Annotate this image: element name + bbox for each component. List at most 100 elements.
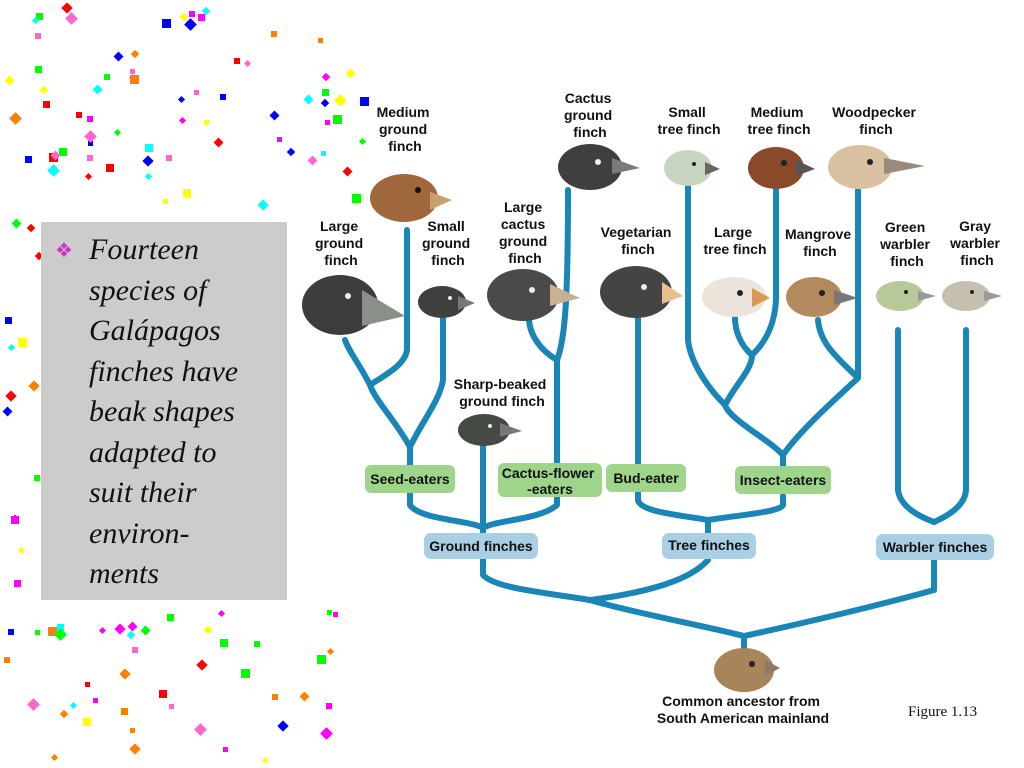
figure-caption: Figure 1.13 bbox=[908, 704, 978, 720]
label-large-tree-finch: Large tree finch bbox=[703, 224, 766, 257]
bullet-text: Fourteen species of Galápagos finches ha… bbox=[89, 230, 279, 595]
common-ancestor-finch-head bbox=[714, 648, 780, 692]
mangrove-finch-head bbox=[786, 277, 858, 317]
confetti-piece bbox=[326, 647, 335, 656]
confetti-piece bbox=[104, 74, 110, 80]
confetti-piece bbox=[35, 630, 40, 635]
confetti-piece bbox=[196, 659, 208, 671]
confetti-piece bbox=[326, 703, 332, 709]
confetti-piece bbox=[130, 728, 135, 733]
finch-heads bbox=[302, 144, 1002, 692]
confetti-piece bbox=[257, 199, 269, 211]
label-medium-ground-finch: Medium ground finch bbox=[377, 104, 434, 154]
label-large-cactus-ground-finch: Large cactus ground finch bbox=[499, 199, 551, 266]
confetti-piece bbox=[35, 66, 42, 73]
confetti-piece bbox=[213, 137, 224, 148]
ground-finches-label: Ground finches bbox=[429, 538, 533, 554]
confetti-piece bbox=[129, 743, 141, 755]
small-tree-finch-head bbox=[664, 150, 720, 186]
confetti-piece bbox=[254, 641, 260, 647]
confetti-piece bbox=[204, 120, 209, 125]
bud-eater-box bbox=[606, 464, 686, 492]
label-medium-tree-finch: Medium tree finch bbox=[747, 104, 810, 137]
confetti-piece bbox=[113, 128, 122, 137]
confetti-piece bbox=[35, 33, 41, 39]
confetti-piece bbox=[85, 682, 90, 687]
confetti-piece bbox=[167, 614, 174, 621]
confetti-piece bbox=[277, 137, 282, 142]
bullet-text-box: ❖ Fourteen species of Galápagos finches … bbox=[41, 222, 287, 600]
bullet-line: adapted to bbox=[89, 435, 217, 469]
confetti-piece bbox=[169, 704, 174, 709]
label-green-warbler-finch: Green warbler finch bbox=[879, 219, 934, 269]
large-tree-finch-head bbox=[702, 277, 770, 317]
confetti-piece bbox=[18, 338, 27, 347]
confetti-piece bbox=[144, 172, 153, 181]
confetti-piece bbox=[47, 164, 60, 177]
gray-warbler-finch-head bbox=[942, 281, 1002, 311]
confetti-piece bbox=[320, 98, 330, 108]
confetti-piece bbox=[87, 155, 93, 161]
confetti-piece bbox=[145, 144, 153, 152]
confetti-piece bbox=[333, 115, 342, 124]
confetti-piece bbox=[36, 13, 43, 20]
confetti-piece bbox=[234, 58, 240, 64]
bullet-line: suit their bbox=[89, 476, 197, 509]
confetti-piece bbox=[334, 94, 347, 107]
confetti-piece bbox=[184, 18, 197, 31]
confetti-piece bbox=[321, 151, 326, 156]
confetti-piece bbox=[17, 546, 26, 555]
large-cactus-ground-finch-head bbox=[487, 269, 580, 321]
ground-finches-box bbox=[424, 533, 538, 559]
confetti-piece bbox=[69, 701, 78, 710]
confetti-piece bbox=[159, 690, 167, 698]
confetti-piece bbox=[14, 580, 21, 587]
confetti-piece bbox=[272, 694, 278, 700]
confetti-piece bbox=[223, 747, 228, 752]
bullet-line: species of bbox=[89, 273, 207, 307]
confetti-piece bbox=[183, 189, 191, 197]
confetti-piece bbox=[194, 90, 199, 95]
bullet-line: finches have bbox=[89, 354, 239, 388]
confetti-piece bbox=[83, 718, 91, 726]
confetti-piece bbox=[4, 657, 10, 663]
confetti-piece bbox=[50, 753, 59, 762]
confetti-piece bbox=[342, 166, 353, 177]
bud-eater-label: Bud-eater bbox=[613, 470, 679, 486]
confetti-piece bbox=[11, 218, 22, 229]
label-gray-warbler-finch: Gray warbler finch bbox=[949, 218, 1004, 268]
confetti-piece bbox=[352, 194, 361, 203]
confetti-piece bbox=[84, 172, 93, 181]
confetti-piece bbox=[261, 756, 270, 765]
confetti-piece bbox=[286, 147, 296, 157]
confetti-piece bbox=[198, 14, 205, 21]
confetti-piece bbox=[241, 669, 250, 678]
seed-eaters-box bbox=[365, 465, 455, 493]
confetti-piece bbox=[5, 317, 12, 324]
species-labels: Medium ground finch Large ground finch S… bbox=[315, 90, 1004, 409]
confetti-piece bbox=[327, 610, 332, 615]
confetti-piece bbox=[130, 69, 135, 74]
confetti-piece bbox=[88, 141, 93, 146]
confetti-piece bbox=[130, 49, 140, 59]
confetti-piece bbox=[87, 116, 93, 122]
confetti-piece bbox=[127, 621, 138, 632]
cactus-flower-eaters-label: Cactus-flower -eaters bbox=[502, 465, 598, 497]
medium-tree-finch-head bbox=[748, 147, 815, 189]
warbler-finches-label: Warbler finches bbox=[883, 539, 988, 555]
confetti-piece bbox=[217, 609, 226, 618]
bullet-line: environ- bbox=[89, 516, 190, 550]
confetti-piece bbox=[11, 516, 19, 524]
confetti-piece bbox=[121, 708, 128, 715]
confetti-piece bbox=[220, 639, 228, 647]
confetti-piece bbox=[8, 629, 14, 635]
confetti-piece bbox=[307, 155, 318, 166]
warbler-finches-box bbox=[876, 534, 994, 560]
confetti-piece bbox=[166, 155, 172, 161]
common-ancestor-label: Common ancestor from South American main… bbox=[657, 693, 829, 726]
confetti-piece bbox=[7, 343, 16, 352]
confetti-piece bbox=[34, 475, 40, 481]
confetti-piece bbox=[140, 625, 151, 636]
diet-group-boxes: Seed-eaters Cactus-flower -eaters Bud-ea… bbox=[365, 463, 831, 497]
